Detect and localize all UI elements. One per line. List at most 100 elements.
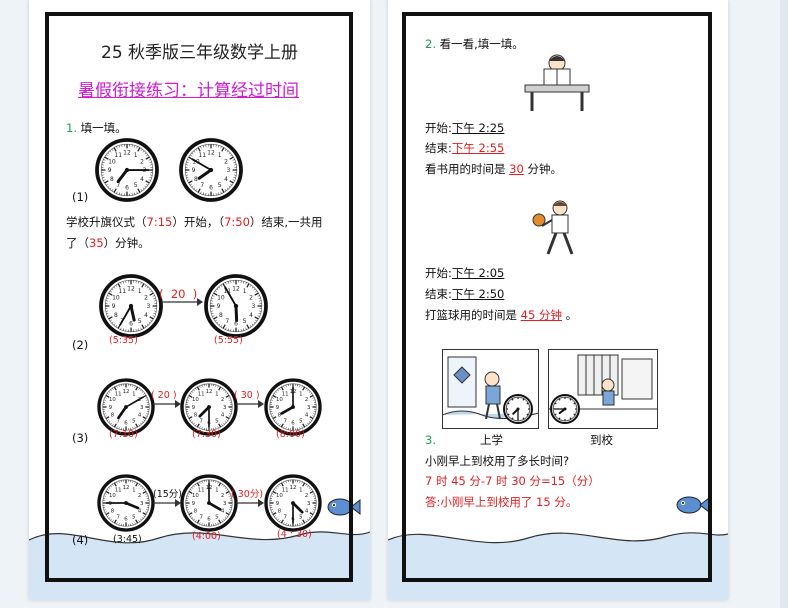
interval-value: 30: [240, 390, 253, 401]
part3-interval-1: ( 20 ): [151, 390, 177, 401]
svg-text:11: 11: [282, 487, 289, 493]
q1-number: 1.: [66, 121, 77, 135]
svg-text:7: 7: [199, 514, 202, 520]
time-value: 7:30: [195, 429, 218, 440]
arrow-icon: [236, 400, 264, 408]
svg-text:12: 12: [207, 150, 215, 157]
svg-text:6: 6: [291, 421, 295, 427]
arrow-icon: [153, 400, 181, 408]
text-fragment: 分钟。: [527, 162, 562, 176]
q3-question: 小刚早上到校用了多长时间?: [425, 454, 570, 468]
read-sentence: 看书用的时间是 30 分钟。: [425, 161, 562, 177]
reading-boy-illustration: [524, 54, 590, 111]
svg-text:6: 6: [129, 321, 133, 328]
svg-text:4: 4: [140, 176, 144, 183]
arrow-icon: [236, 499, 264, 507]
svg-text:4: 4: [138, 509, 142, 515]
interval-value: 30分: [237, 489, 260, 500]
q3-calculation: 7 时 45 分-7 时 30 分=15（分）: [425, 474, 600, 488]
q2-number: 2.: [425, 37, 436, 51]
svg-text:1: 1: [243, 288, 247, 295]
part4-time-1: (3:45): [113, 534, 142, 545]
part3-time-1: (7:10): [109, 429, 138, 440]
part4-interval-2: ( 30分): [231, 489, 264, 500]
svg-text:10: 10: [276, 493, 283, 499]
svg-text:2: 2: [305, 493, 308, 499]
part3-time-2: (7:30): [192, 429, 221, 440]
fish-icon: [327, 498, 361, 516]
svg-text:5: 5: [243, 318, 247, 325]
start-label: 开始:: [425, 121, 452, 135]
svg-text:4: 4: [138, 413, 142, 419]
ball-sentence: 打篮球用的时间是 45 分钟 。: [425, 307, 577, 323]
worksheet-title: 25 秋季版三年级数学上册: [101, 43, 299, 63]
svg-text:4: 4: [305, 509, 309, 515]
svg-text:9: 9: [192, 405, 196, 411]
svg-text:10: 10: [109, 397, 116, 403]
svg-text:5: 5: [299, 514, 302, 520]
svg-text:9: 9: [112, 303, 116, 310]
svg-text:12: 12: [290, 485, 297, 491]
svg-text:9: 9: [108, 167, 112, 174]
svg-text:1: 1: [134, 152, 138, 159]
svg-text:8: 8: [114, 312, 118, 319]
svg-text:9: 9: [217, 303, 221, 310]
svg-text:3: 3: [146, 303, 150, 310]
part3-time-3: (8:00): [276, 429, 305, 440]
read-end-time: 下午 2:55: [451, 141, 505, 155]
wave-decoration: [388, 532, 728, 600]
text-fragment: 了（: [66, 236, 89, 250]
scrollbar-track[interactable]: [780, 0, 788, 608]
clock-face: [503, 394, 533, 424]
part4-time-3: (4 : 30): [277, 529, 312, 540]
answer-minutes: 35: [89, 236, 104, 250]
end-label: 结束:: [425, 287, 452, 301]
svg-text:7: 7: [200, 182, 204, 189]
svg-text:10: 10: [108, 158, 116, 165]
svg-text:6: 6: [124, 517, 128, 523]
page-frame: [402, 12, 712, 582]
svg-text:1: 1: [138, 288, 142, 295]
svg-text:11: 11: [282, 391, 289, 397]
svg-text:11: 11: [198, 391, 205, 397]
svg-text:5: 5: [215, 514, 218, 520]
svg-text:11: 11: [198, 152, 206, 159]
svg-text:4: 4: [224, 176, 228, 183]
part2-interval: ( 20 ): [159, 287, 198, 301]
svg-text:1: 1: [215, 391, 218, 397]
svg-text:3: 3: [140, 405, 143, 411]
interval-value: 20: [170, 287, 186, 301]
text-fragment: 打篮球用的时间是: [425, 308, 517, 322]
svg-text:8: 8: [278, 413, 282, 419]
svg-text:10: 10: [109, 493, 116, 499]
svg-text:11: 11: [198, 487, 205, 493]
svg-text:3: 3: [307, 405, 310, 411]
clock: [502, 393, 534, 429]
svg-text:10: 10: [112, 294, 120, 301]
svg-text:5: 5: [138, 318, 142, 325]
ball-start-row: 开始:下午 2:05: [425, 265, 504, 281]
wave-decoration: [29, 531, 370, 600]
answer-end-time: 7:50: [224, 215, 250, 229]
part2-start-time: (5:35): [109, 335, 138, 346]
svg-text:6: 6: [209, 185, 213, 192]
text-fragment: ）分钟。: [103, 236, 150, 250]
svg-text:5: 5: [299, 418, 302, 424]
time-value: 5:55: [217, 335, 240, 346]
caption-right: 到校: [590, 433, 613, 447]
part4-interval-1: (15分): [153, 489, 183, 500]
svg-text:2: 2: [140, 158, 144, 165]
svg-text:7: 7: [116, 182, 120, 189]
part4-time-2: (4:00): [192, 531, 221, 542]
svg-text:7: 7: [116, 514, 119, 520]
svg-text:12: 12: [127, 286, 135, 293]
read-start-row: 开始:下午 2:25: [425, 120, 504, 136]
